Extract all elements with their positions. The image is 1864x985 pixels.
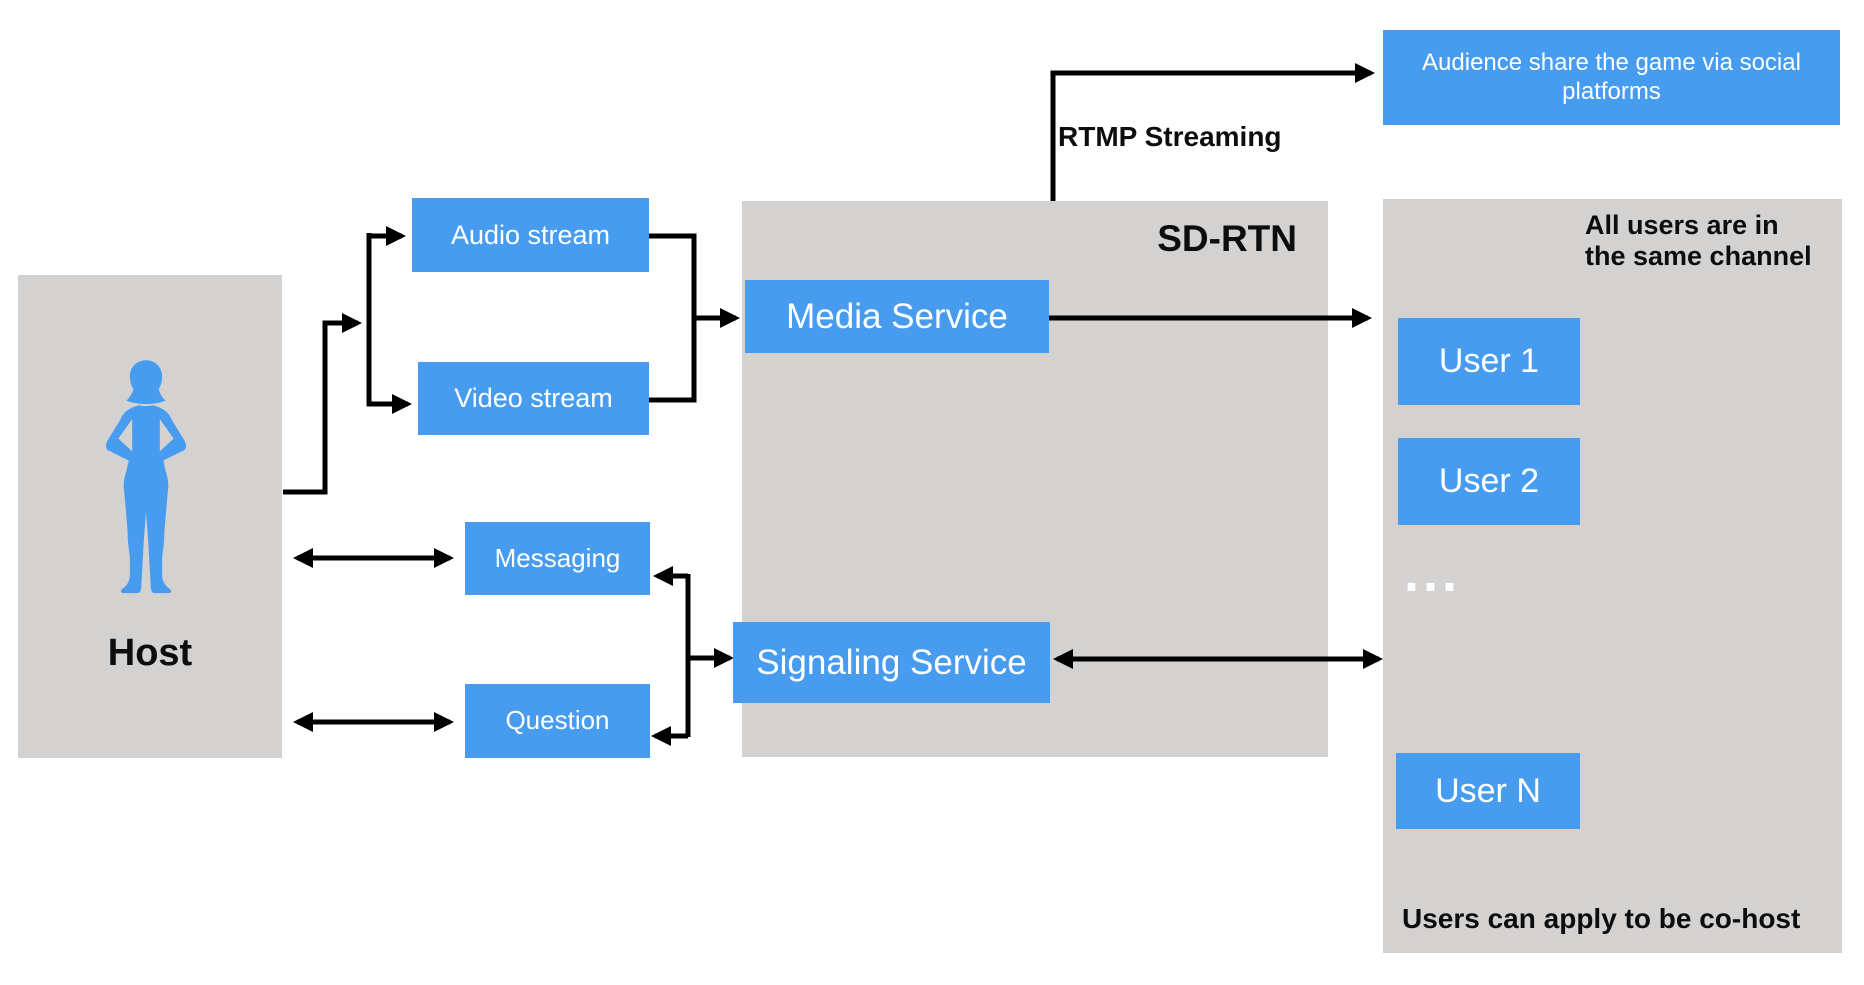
user-n-box: User N bbox=[1396, 753, 1580, 829]
arrow-rtmp-to-audience bbox=[1050, 63, 1375, 201]
host-label: Host bbox=[107, 632, 193, 674]
video-merge-line bbox=[649, 318, 697, 403]
ellipsis-dots: ... bbox=[1404, 543, 1462, 603]
host-person-icon bbox=[105, 360, 187, 594]
user2-box: User 2 bbox=[1398, 438, 1580, 525]
channel-note-bottom: Users can apply to be co-host bbox=[1402, 903, 1801, 934]
audio-stream-box: Audio stream bbox=[412, 198, 649, 272]
person-armpit-hole-left bbox=[118, 419, 133, 452]
audio-merge-line bbox=[649, 233, 697, 318]
sdrtn-title: SD-RTN bbox=[1157, 218, 1297, 259]
person-head bbox=[126, 360, 166, 405]
person-armpit-hole-right bbox=[159, 419, 174, 452]
person-body bbox=[105, 405, 187, 594]
channel-note-top: All users are in the same channel bbox=[1585, 210, 1812, 272]
user1-box: User 1 bbox=[1398, 318, 1580, 405]
signaling-service-box: Signaling Service bbox=[733, 622, 1050, 703]
messaging-box: Messaging bbox=[465, 522, 650, 595]
audience-box: Audience share the game via social platf… bbox=[1383, 30, 1840, 125]
arrow-host-to-splitter bbox=[283, 313, 362, 495]
video-stream-box: Video stream bbox=[418, 362, 649, 435]
media-service-box: Media Service bbox=[745, 280, 1049, 353]
rtmp-streaming-label: RTMP Streaming bbox=[1058, 121, 1282, 152]
question-box: Question bbox=[465, 684, 650, 758]
